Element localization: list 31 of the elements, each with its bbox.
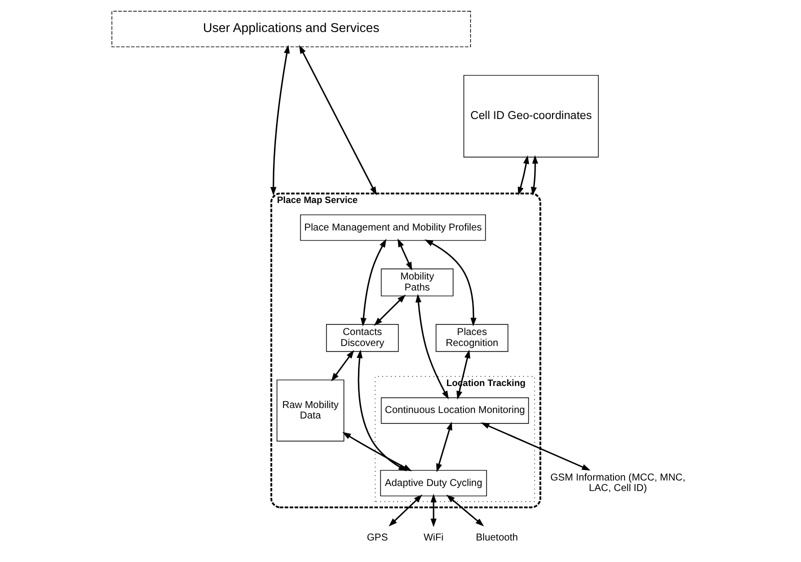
arrow	[480, 422, 590, 470]
node-text: GPS	[366, 532, 388, 544]
arrow	[517, 155, 529, 196]
node-box: Place Management and Mobility Profiles	[300, 214, 486, 241]
arrow	[446, 494, 484, 526]
arrow	[356, 350, 407, 472]
arrow	[373, 294, 406, 326]
arrow	[436, 422, 452, 472]
arrow	[414, 294, 448, 400]
arrow	[530, 155, 538, 196]
arrow	[342, 432, 412, 472]
node-box: Raw Mobility Data	[276, 380, 344, 442]
node-box: Continuous Location Monitoring	[380, 397, 528, 424]
node-box: Adaptive Duty Cycling	[380, 470, 486, 496]
arrow	[270, 44, 290, 196]
arrow	[430, 494, 436, 528]
arrow	[330, 350, 354, 382]
arrow	[456, 350, 470, 400]
arrow	[397, 238, 412, 271]
node-text: WiFi	[423, 532, 444, 544]
arrow	[298, 44, 376, 196]
node-box: Mobility Paths	[380, 268, 453, 296]
arrow	[360, 238, 386, 327]
node-box: Cell ID Geo-coordinates	[462, 74, 598, 158]
node-box: Places Recognition	[435, 324, 508, 352]
arrow	[424, 240, 476, 326]
node-box: User Applications and Services	[111, 10, 470, 48]
node-text: Bluetooth	[475, 532, 518, 544]
node-box: Contacts Discovery	[326, 324, 398, 352]
node-text: GSM Information (MCC, MNC, LAC, Cell ID)	[550, 472, 685, 494]
arrow	[388, 494, 422, 526]
